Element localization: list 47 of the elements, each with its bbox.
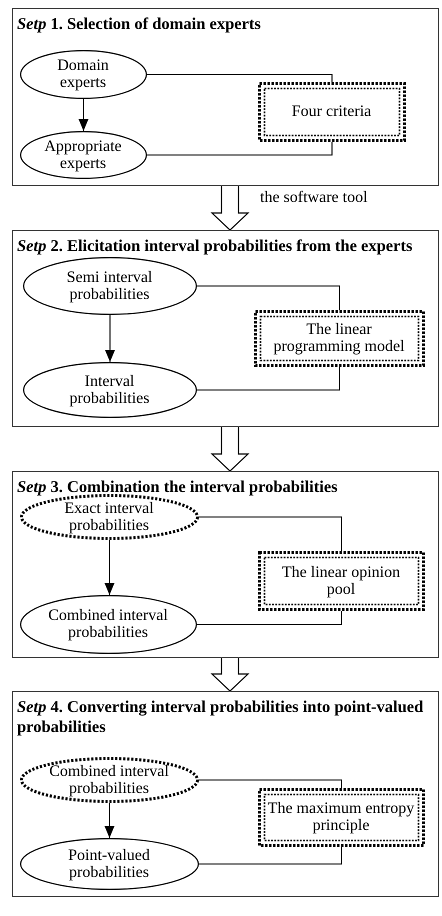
step-title: Setp 3. Combination the interval probabilities	[17, 477, 339, 497]
step-panel	[12, 230, 439, 427]
connector-line	[199, 516, 342, 551]
node-text: Interval probabilities	[69, 372, 150, 406]
arrow	[104, 803, 114, 838]
process-ellipse	[22, 256, 196, 314]
step-panel	[12, 691, 439, 897]
connector-line	[147, 142, 333, 156]
arrow	[105, 315, 115, 362]
process-ellipse	[20, 50, 146, 98]
connector-line	[197, 367, 340, 391]
block-arrow	[210, 657, 250, 692]
arrow	[78, 99, 88, 131]
node-text: Exact interval probabilities	[64, 500, 154, 534]
arrow	[104, 540, 114, 595]
node-text: Semi interval probabilities	[66, 268, 153, 302]
node-text: Point-valued probabilities	[68, 846, 150, 880]
process-ellipse	[20, 594, 196, 654]
node-text: Combined interval probabilities	[48, 762, 170, 796]
node-text: Appropriate experts	[44, 138, 122, 172]
node-text: The linear opinion pool	[281, 564, 401, 598]
connector-line	[199, 847, 342, 865]
connector-line	[197, 285, 340, 310]
step-panel	[12, 471, 439, 658]
process-ellipse	[20, 130, 146, 178]
node-text: The maximum entropy principle	[267, 800, 415, 834]
step-title: Setp 4. Converting interval probabilities into point-valued probabilities	[17, 697, 424, 737]
step-title: Setp 2. Elicitation interval probabilities from the experts	[17, 236, 414, 256]
connector-line	[147, 74, 333, 82]
node-text: Domain experts	[56, 57, 110, 91]
process-ellipse	[20, 838, 198, 890]
method-box	[254, 310, 424, 366]
connector-line	[199, 779, 342, 788]
method-box	[258, 82, 406, 142]
method-box	[258, 550, 424, 610]
process-ellipse	[22, 362, 196, 418]
connector-line	[197, 611, 342, 626]
block-arrow	[210, 426, 250, 472]
method-box	[258, 788, 424, 846]
node-text: Combined interval probabilities	[48, 607, 168, 641]
step-panel	[12, 8, 439, 186]
block-arrow	[210, 185, 250, 231]
dotted-ellipse	[20, 756, 198, 802]
step-title: Setp 1. Selection of domain experts	[17, 14, 262, 34]
node-text: Four criteria	[291, 103, 372, 120]
node-text: The linear programming model	[272, 321, 406, 355]
dotted-ellipse	[20, 494, 198, 540]
